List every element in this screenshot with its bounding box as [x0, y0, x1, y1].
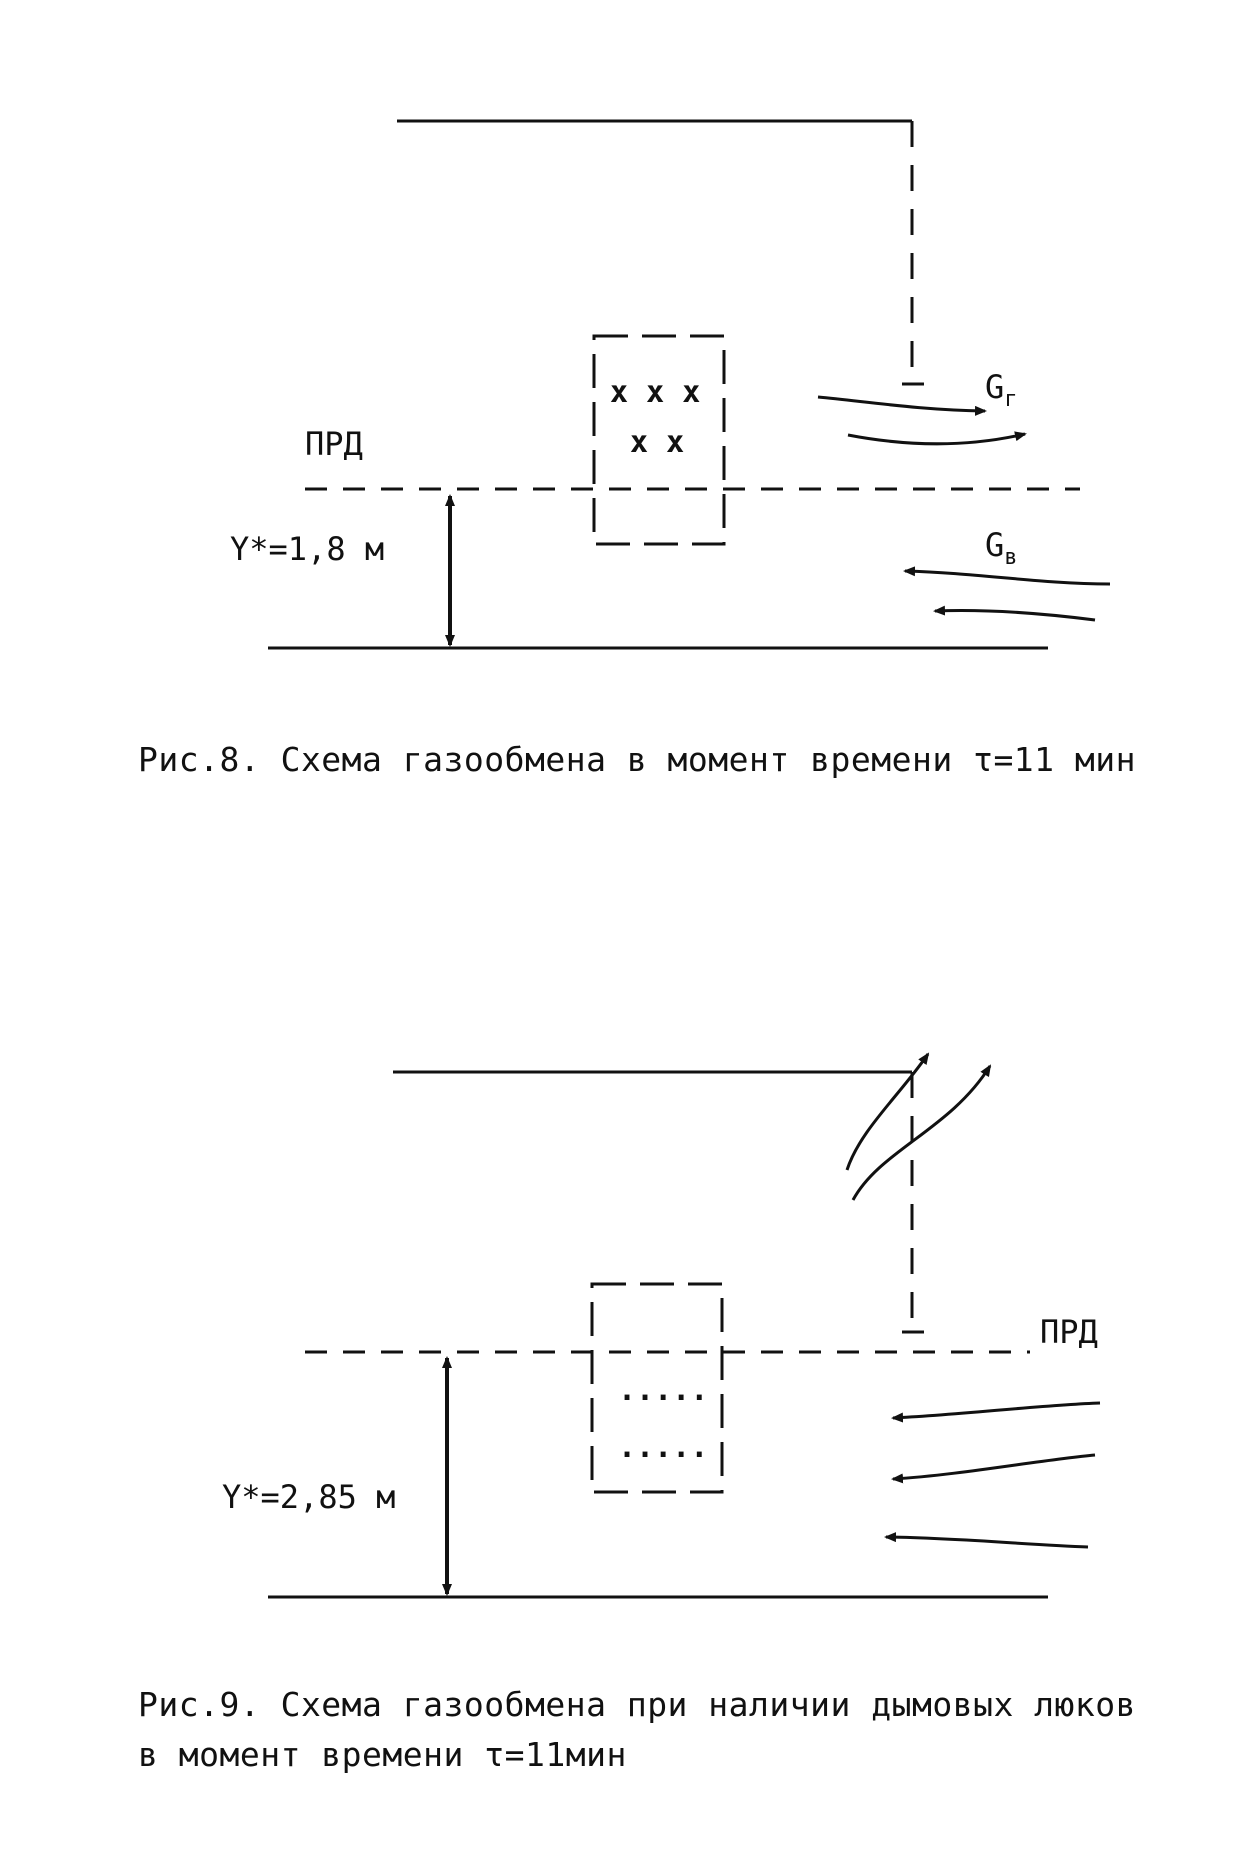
- fire-zone-box: [590, 1282, 724, 1494]
- air-inflow-arrow-1: [891, 1401, 1101, 1423]
- fig8-gas-in-label: Gв: [985, 526, 1018, 570]
- fig8-fire-row2: x x: [630, 425, 684, 460]
- gas-outflow-arrow-1: [817, 395, 987, 416]
- gas-outflow-arrow-2: [847, 431, 1027, 446]
- smoke-exhaust-arrow-2: [851, 1064, 992, 1201]
- figure-9-labels: ПРД Y*=2,85 м ..... .....: [222, 1313, 1098, 1516]
- smoke-exhaust-arrow-1: [845, 1052, 930, 1171]
- figure-9-caption-line-1: Рис.9. Схема газообмена при наличии дымо…: [138, 1685, 1137, 1724]
- fig9-zone-label: ПРД: [1040, 1313, 1098, 1351]
- fig8-height-label: Y*=1,8 м: [230, 530, 384, 568]
- fig9-height-label: Y*=2,85 м: [222, 1478, 395, 1516]
- fig9-fire-row2: .....: [618, 1430, 708, 1465]
- air-inflow-arrow-2: [933, 605, 1096, 622]
- figure-8: [268, 119, 1111, 650]
- fire-zone-box: [592, 334, 726, 546]
- figure-9-caption-line-2: в момент времени τ=11мин: [138, 1735, 627, 1774]
- air-inflow-arrow-1: [903, 566, 1111, 586]
- air-inflow-arrow-3: [884, 1532, 1089, 1549]
- air-inflow-arrow-2: [891, 1453, 1096, 1484]
- figure-9: [268, 1052, 1101, 1599]
- fig8-zone-label: ПРД: [305, 425, 363, 463]
- figure-8-caption: Рис.8. Схема газообмена в момент времени…: [138, 740, 1137, 779]
- figure-8-labels: ПРД Y*=1,8 м x x x x x Gг Gв: [230, 368, 1018, 570]
- fig8-gas-out-label: Gг: [985, 368, 1018, 412]
- fig9-fire-row1: .....: [618, 1373, 708, 1408]
- fig8-fire-row1: x x x: [610, 375, 700, 410]
